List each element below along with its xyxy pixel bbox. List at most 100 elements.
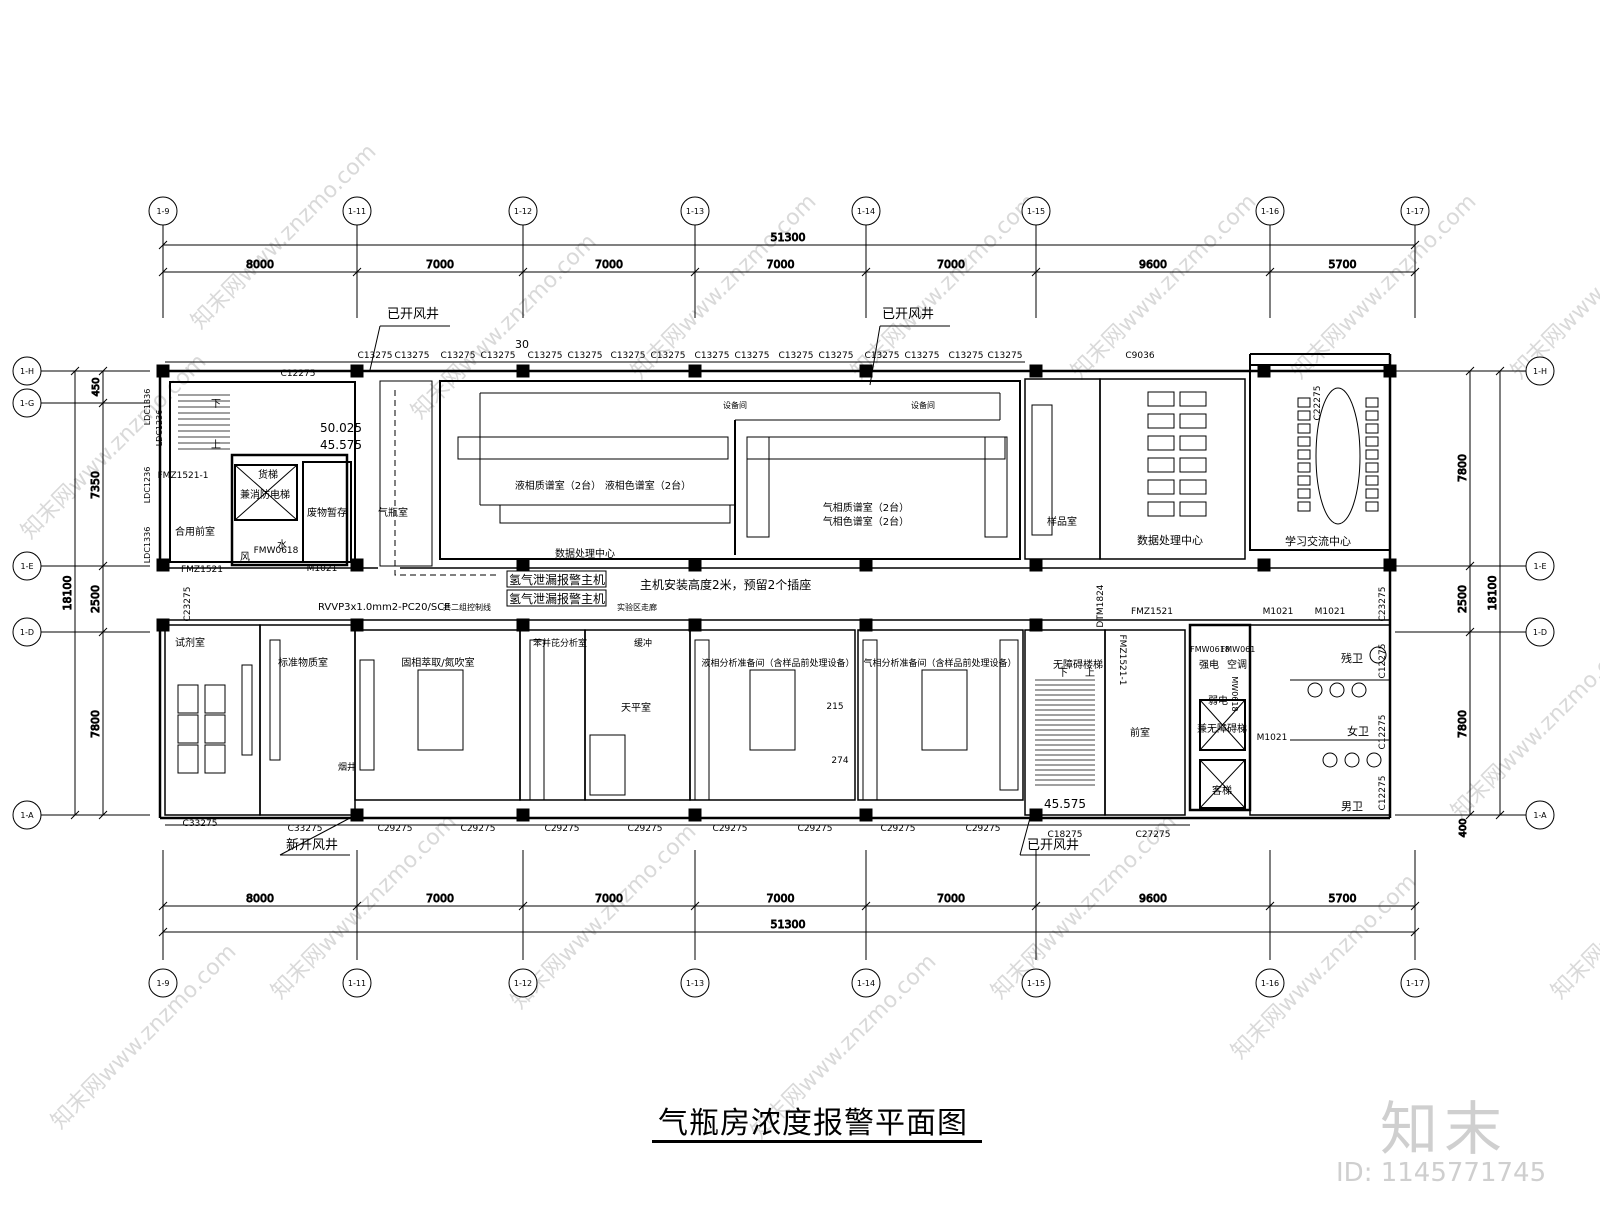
grid-bubble-top: [1400, 196, 1430, 226]
stair-room-2: [1024, 629, 1106, 816]
dimension-label: 450: [91, 377, 102, 396]
grid-bubble-top-label: 1-16: [1261, 207, 1279, 216]
grid-bubble-top-label: 1-11: [348, 207, 366, 216]
lab-bench: [746, 436, 770, 538]
window-tag-top: C13275: [695, 351, 730, 361]
dimension-total: 18100: [1486, 576, 1499, 611]
workstation: [1179, 435, 1207, 451]
balance-room: [584, 629, 691, 801]
grid-bubble-top: [680, 196, 710, 226]
grid-bubble-bottom-label: 1-11: [348, 979, 366, 988]
stair-direction: 上: [1085, 667, 1095, 679]
door-tag: LDC1236: [143, 467, 152, 504]
structural-column: [859, 618, 873, 632]
dimension-label: 7350: [89, 471, 102, 499]
workstation: [1147, 435, 1175, 451]
structural-column: [1383, 558, 1397, 572]
grid-bubble-top-label: 1-17: [1406, 207, 1424, 216]
structural-column: [1383, 364, 1397, 378]
window-tag-bottom: C29275: [713, 824, 748, 834]
island-bench: [749, 669, 796, 751]
chair: [1297, 475, 1311, 486]
door-tag: FMZ1521-1: [158, 471, 209, 481]
room-label-female-wc: 女卫: [1347, 724, 1369, 738]
grid-bubble-bottom-label: 1-14: [857, 979, 875, 988]
toilet-fixture: [1322, 752, 1338, 768]
window-tag-top: C13275: [819, 351, 854, 361]
room-label-waste: 废物暂存: [307, 506, 347, 519]
grid-bubble-top-label: 1-9: [156, 207, 169, 216]
door-tag: FMW0618: [254, 546, 299, 556]
reagent-cabinet: [204, 744, 226, 774]
window-tag-bottom: C33275: [288, 824, 323, 834]
reagent-cabinet: [204, 714, 226, 744]
number-label: 274: [831, 756, 848, 766]
meeting-table: [1315, 387, 1361, 525]
dimension-label: 7800: [1456, 454, 1469, 482]
structural-column: [156, 558, 170, 572]
door-tag: C12275: [1378, 644, 1388, 679]
window-tag-top: C9036: [1125, 351, 1154, 361]
room-label-front2: 前室: [1130, 726, 1150, 739]
room-label-male-wc: 男卫: [1341, 800, 1363, 813]
window-tag-bottom: C29275: [378, 824, 413, 834]
room-label-solid: 固相萃取/氮吹室: [401, 656, 474, 669]
watermark-id: ID: 1145771745: [1336, 1158, 1547, 1188]
room-label-equip2: 设备间: [911, 400, 935, 410]
grid-bubble-bottom: [1021, 968, 1051, 998]
grid-bubble-top: [342, 196, 372, 226]
structural-column: [1257, 364, 1271, 378]
room-label-gc: 气相色谱室（2台）: [823, 515, 909, 528]
structural-column: [516, 558, 530, 572]
toilet-fixture: [1369, 646, 1387, 664]
grid-bubble-bottom-label: 1-12: [514, 979, 532, 988]
grid-bubble-bottom: [1400, 968, 1430, 998]
workstation: [1179, 501, 1207, 517]
dimension-label: 7800: [1456, 710, 1469, 738]
chair: [1365, 423, 1379, 434]
dimension-label: 7000: [767, 258, 795, 271]
grid-bubble-bottom: [148, 968, 178, 998]
room-label-elev: 客梯: [1212, 784, 1232, 797]
room-label-disabled-wc: 残卫: [1341, 651, 1363, 665]
shelf: [269, 639, 281, 761]
dimension-label: 7000: [426, 892, 454, 905]
grid-bubble-left-label: 1-E: [20, 562, 33, 571]
structural-column: [350, 808, 364, 822]
room-label-equip1: 设备间: [723, 400, 747, 410]
room-label-sample: 样品室: [1047, 515, 1077, 528]
workstation: [1147, 501, 1175, 517]
grid-bubble-top: [148, 196, 178, 226]
alarm-cable: [394, 390, 497, 576]
window-tag-bottom: C29275: [545, 824, 580, 834]
callout-leader: [1019, 817, 1031, 856]
dimension-label: 2500: [1456, 585, 1469, 613]
toilet-fixture: [1351, 682, 1367, 698]
grid-bubble-bottom-label: 1-16: [1261, 979, 1279, 988]
room-label-data2: 数据处理中心: [1137, 533, 1203, 547]
grid-bubble-right-label: 1-E: [1533, 562, 1546, 571]
structural-column: [688, 618, 702, 632]
watermark-text: 知末网www.znzmo.com: [1507, 189, 1600, 384]
window-tag-top: C13275: [779, 351, 814, 361]
shaft-callout: 已开风井: [387, 307, 439, 322]
grid-bubble-bottom: [342, 968, 372, 998]
lab-bench: [457, 436, 729, 460]
door-tag: FMW061: [1221, 645, 1256, 654]
room-label-gc-ms: 气相质谱室（2台）: [823, 501, 909, 514]
door-tag: LDC1336: [143, 389, 152, 426]
grid-bubble-left-label: 1-D: [20, 628, 34, 637]
window-tag-top: C13275: [568, 351, 603, 361]
door-tag: C23275: [183, 587, 193, 622]
grid-bubble-top-label: 1-12: [514, 207, 532, 216]
dimension-label: 9600: [1139, 892, 1167, 905]
door-tag: FMZ1521: [1131, 607, 1173, 617]
structural-column: [859, 558, 873, 572]
toilet-fixture: [1366, 752, 1382, 768]
window-tag-bottom: C18275: [1048, 830, 1083, 840]
grid-bubble-top: [1021, 196, 1051, 226]
room-label-buffer: 缓冲: [634, 637, 652, 649]
window-tag-top: C13275: [865, 351, 900, 361]
grid-axis-markers: 1-91-91-111-111-121-121-131-131-141-141-…: [12, 196, 1555, 998]
